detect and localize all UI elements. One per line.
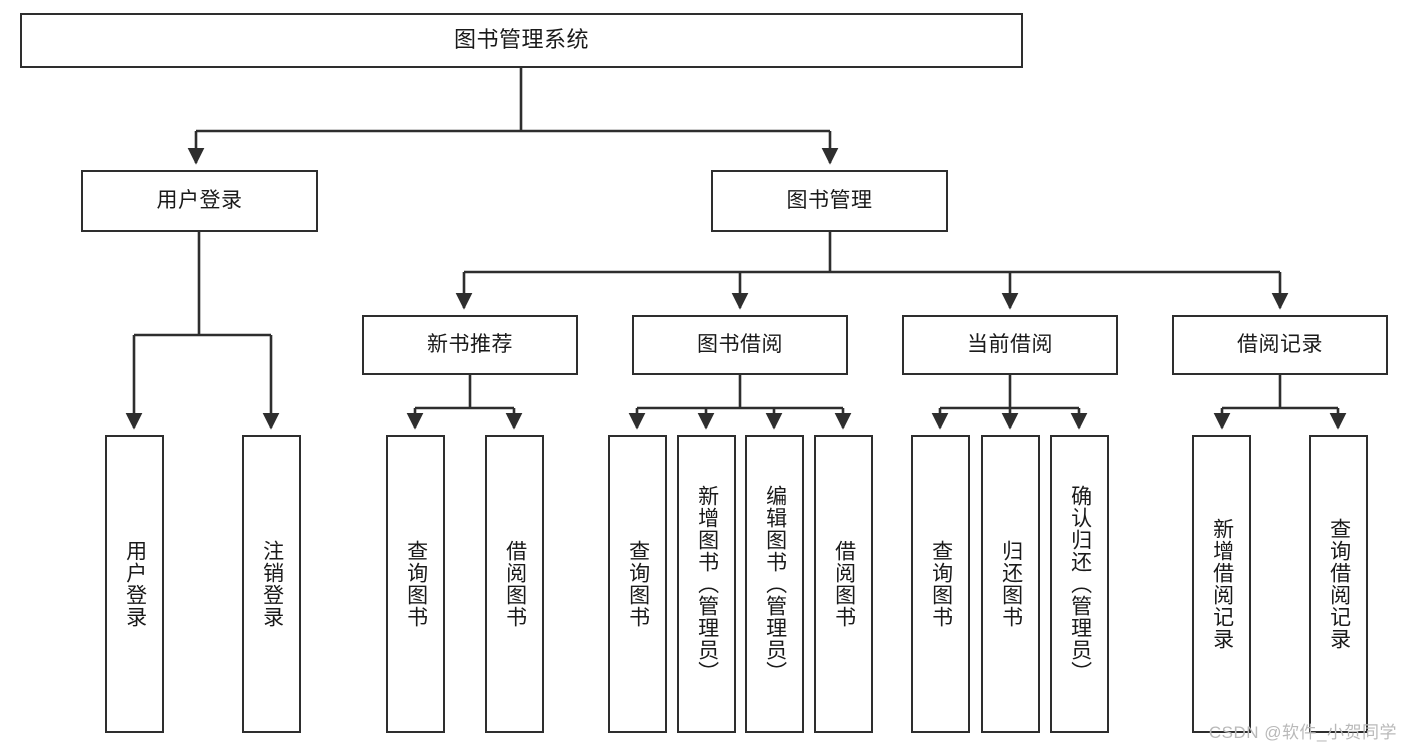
leaf-borrow-record-query[interactable]: 查询借阅记录 xyxy=(1309,435,1368,733)
leaf-label: 确认归还（管理员） xyxy=(1068,485,1092,683)
node-root-system[interactable]: 图书管理系统 xyxy=(20,13,1023,68)
leaf-label: 用户登录 xyxy=(123,540,147,628)
node-book-borrow[interactable]: 图书借阅 xyxy=(632,315,848,375)
csdn-watermark: CSDN @软件_小贺同学 xyxy=(1208,723,1397,742)
leaf-new-book-query[interactable]: 查询图书 xyxy=(386,435,445,733)
node-new-book-recommend[interactable]: 新书推荐 xyxy=(362,315,578,375)
leaf-user-login-logout[interactable]: 注销登录 xyxy=(242,435,301,733)
leaf-book-borrow-borrow[interactable]: 借阅图书 xyxy=(814,435,873,733)
leaf-borrow-record-add[interactable]: 新增借阅记录 xyxy=(1192,435,1251,733)
leaf-label: 编辑图书（管理员） xyxy=(763,485,787,683)
node-book-management[interactable]: 图书管理 xyxy=(711,170,948,232)
leaf-current-borrow-query[interactable]: 查询图书 xyxy=(911,435,970,733)
node-user-login[interactable]: 用户登录 xyxy=(81,170,318,232)
leaf-label: 注销登录 xyxy=(260,540,284,628)
leaf-label: 查询图书 xyxy=(404,540,428,628)
leaf-book-borrow-add-admin[interactable]: 新增图书（管理员） xyxy=(677,435,736,733)
leaf-user-login-login[interactable]: 用户登录 xyxy=(105,435,164,733)
node-borrow-record[interactable]: 借阅记录 xyxy=(1172,315,1388,375)
leaf-label: 借阅图书 xyxy=(503,540,527,628)
leaf-label: 查询图书 xyxy=(626,540,650,628)
node-current-borrow[interactable]: 当前借阅 xyxy=(902,315,1118,375)
leaf-label: 新增图书（管理员） xyxy=(695,485,719,683)
leaf-current-borrow-return[interactable]: 归还图书 xyxy=(981,435,1040,733)
leaf-book-borrow-query[interactable]: 查询图书 xyxy=(608,435,667,733)
leaf-book-borrow-edit-admin[interactable]: 编辑图书（管理员） xyxy=(745,435,804,733)
leaf-current-borrow-confirm-admin[interactable]: 确认归还（管理员） xyxy=(1050,435,1109,733)
leaf-label: 归还图书 xyxy=(999,540,1023,628)
leaf-label: 借阅图书 xyxy=(832,540,856,628)
leaf-label: 查询图书 xyxy=(929,540,953,628)
leaf-label: 查询借阅记录 xyxy=(1327,518,1351,650)
leaf-label: 新增借阅记录 xyxy=(1210,518,1234,650)
leaf-new-book-borrow[interactable]: 借阅图书 xyxy=(485,435,544,733)
